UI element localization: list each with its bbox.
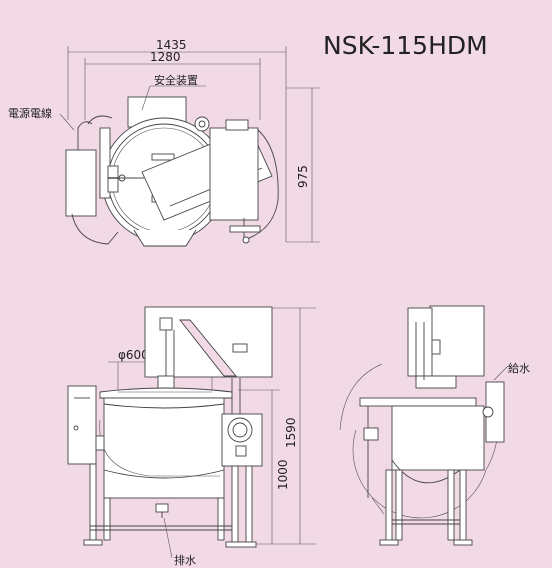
- model-title: NSK-115HDM: [323, 31, 488, 60]
- dim-total-width: 1435: [156, 38, 187, 52]
- label-drain: 排水: [174, 553, 196, 567]
- side-view: 給水: [339, 305, 530, 546]
- top-view: 1435 1280 975 安全装置 電源電線: [8, 38, 320, 247]
- dim-kettle-diameter: φ600: [118, 348, 149, 362]
- front-view: 1590 1000 530 φ600: [67, 306, 316, 567]
- label-water-supply: 給水: [508, 361, 530, 375]
- dim-top-depth: 975: [296, 165, 310, 188]
- dim-body-width: 1280: [150, 50, 181, 64]
- label-power-cable: 電源電線: [8, 106, 52, 120]
- dim-rim-height: 1000: [276, 459, 290, 490]
- dim-total-height: 1590: [284, 417, 298, 448]
- label-safety-device: 安全装置: [154, 73, 198, 87]
